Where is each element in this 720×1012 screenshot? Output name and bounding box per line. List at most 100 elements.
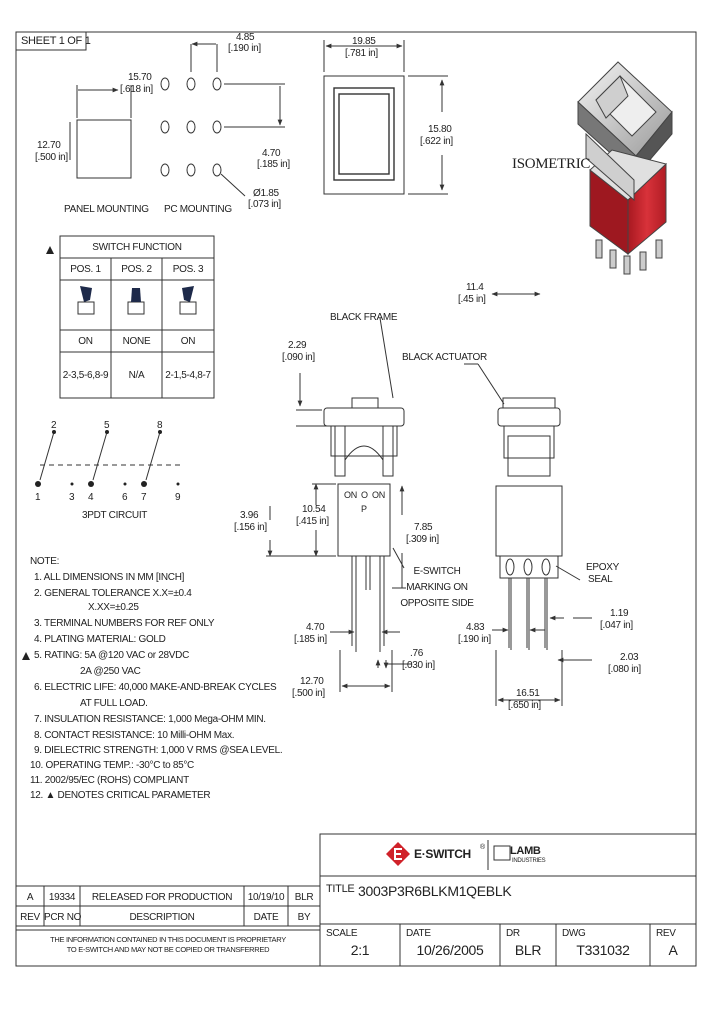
pos3-state: ON	[180, 336, 196, 347]
pin-9: 9	[175, 492, 181, 503]
note-line: 7. INSULATION RESISTANCE: 1,000 Mega-OHM…	[34, 714, 266, 725]
date-value: 10/26/2005	[416, 942, 484, 958]
dim-hole: Ø1.85	[253, 188, 279, 199]
isometric-label: ISOMETRIC	[512, 156, 591, 172]
pin-3: 3	[69, 492, 75, 503]
dim-2-03: 2.03	[620, 652, 639, 663]
dim-076: .76	[410, 648, 424, 659]
dim-1-19-in: [.047 in]	[600, 620, 633, 631]
black-actuator-label: BLACK ACTUATOR	[402, 352, 487, 363]
top-view-frame	[323, 75, 405, 195]
disclaimer-1: THE INFORMATION CONTAINED IN THIS DOCUME…	[50, 935, 286, 944]
dim-3-96-in: [.156 in]	[234, 522, 267, 533]
rev-header-rev: REV	[20, 912, 40, 923]
panel-mounting-label: PANEL MOUNTING	[64, 204, 149, 215]
pos2-header: POS. 2	[121, 264, 152, 275]
rev-value: A	[668, 942, 678, 958]
pin-4: 4	[88, 492, 94, 503]
switch-function-table	[59, 235, 215, 399]
dim-1-19: 1.19	[610, 608, 629, 619]
marking-line-1: E-SWITCH	[413, 566, 461, 577]
lamb-name: LAMB	[510, 845, 541, 857]
dwg-label: DWG	[562, 928, 586, 939]
title-label: TITLE	[326, 883, 355, 895]
note-line: 6. ELECTRIC LIFE: 40,000 MAKE-AND-BREAK …	[34, 682, 277, 693]
date-label: DATE	[406, 928, 431, 939]
sheet-label-box	[15, 31, 87, 51]
brand-registered: ®	[480, 844, 485, 851]
note-line: 3. TERMINAL NUMBERS FOR REF ONLY	[34, 618, 215, 629]
circuit-caption: 3PDT CIRCUIT	[82, 510, 148, 521]
note-line: 5. RATING: 5A @120 VAC or 28VDC	[34, 650, 189, 661]
dim-076-in: [.030 in]	[402, 660, 435, 671]
dim-4-85: 4.85	[236, 32, 255, 43]
dim-12-70-in: [.500 in]	[35, 152, 68, 163]
dim-16-51: 16.51	[516, 688, 540, 699]
dim-19-85-in: [.781 in]	[345, 48, 378, 59]
pin-7: 7	[141, 492, 147, 503]
rev-row-desc: RELEASED FOR PRODUCTION	[91, 892, 233, 903]
dim-10-54: 10.54	[302, 504, 326, 515]
dim-4-70b: 4.70	[306, 622, 325, 633]
dr-value: BLR	[514, 942, 542, 958]
note-line: 10. OPERATING TEMP.: -30°C to 85°C	[30, 760, 194, 771]
pos2-state: NONE	[122, 336, 151, 347]
note-line: 9. DIELECTRIC STRENGTH: 1,000 V RMS @SEA…	[34, 745, 283, 756]
note-line: 2A @250 VAC	[80, 666, 141, 677]
side-o: O	[361, 490, 368, 500]
dim-15-80: 15.80	[428, 124, 452, 135]
dim-15-70-in: [.618 in]	[120, 84, 153, 95]
rev-header-by: BY	[297, 912, 311, 923]
side-p: P	[361, 504, 367, 514]
dim-12-70b-in: [.500 in]	[292, 688, 325, 699]
title-value: 3003P3R6BLKM1QEBLK	[358, 883, 512, 899]
seal-label: SEAL	[588, 574, 613, 585]
sheet-label: SHEET 1 OF 1	[21, 35, 91, 47]
dim-19-85: 19.85	[352, 36, 376, 47]
rev-header-date: DATE	[253, 912, 279, 923]
note-line: 2. GENERAL TOLERANCE X.X=±0.4	[34, 588, 192, 599]
circuit-pins	[35, 430, 180, 487]
revision-table	[15, 885, 321, 931]
panel-cutout	[76, 119, 132, 179]
dim-3-96: 3.96	[240, 510, 259, 521]
dim-11-4: 11.4	[466, 282, 484, 293]
dim-4-85-in: [.190 in]	[228, 43, 261, 54]
dim-11-4-in: [.45 in]	[458, 294, 486, 305]
dim-4-83-in: [.190 in]	[458, 634, 491, 645]
rev-row-by: BLR	[294, 892, 314, 903]
dim-4-70: 4.70	[262, 148, 281, 159]
lamb-logo-icon	[493, 845, 511, 861]
dim-7-85-in: [.309 in]	[406, 534, 439, 545]
dim-2-29-in: [.090 in]	[282, 352, 315, 363]
pos3-conn: 2-1,5-4,8-7	[165, 370, 211, 381]
dim-15-70: 15.70	[128, 72, 152, 83]
note-line: 12. ▲ DENOTES CRITICAL PARAMETER	[30, 790, 211, 801]
dim-2-29: 2.29	[288, 340, 307, 351]
epoxy-label: EPOXY	[586, 562, 619, 573]
notes-title: NOTE:	[30, 556, 60, 567]
critical-marker-icon	[46, 246, 54, 254]
dim-12-70b: 12.70	[300, 676, 324, 687]
dim-7-85: 7.85	[414, 522, 433, 533]
front-view	[323, 397, 405, 646]
isometric-view	[577, 61, 673, 275]
rev-header-desc: DESCRIPTION	[129, 912, 195, 923]
pos1-state: ON	[78, 336, 93, 347]
pos3-header: POS. 3	[172, 264, 204, 275]
pos1-header: POS. 1	[70, 264, 101, 275]
side-on-left: ON	[344, 490, 357, 500]
lamb-sub: INDUSTRIES	[512, 858, 546, 864]
toggle-icons	[77, 286, 197, 315]
pos2-conn: N/A	[128, 370, 145, 381]
switch-function-title: SWITCH FUNCTION	[92, 242, 182, 253]
black-frame-label: BLACK FRAME	[330, 312, 398, 323]
dim-4-83: 4.83	[466, 622, 485, 633]
rev-header-pcr: PCR NO	[44, 912, 82, 923]
note-line: 4. PLATING MATERIAL: GOLD	[34, 634, 166, 645]
dim-4-70-in: [.185 in]	[257, 159, 290, 170]
dwg-value: T331032	[576, 942, 630, 958]
pc-mounting-label: PC MOUNTING	[164, 204, 232, 215]
dim-12-70: 12.70	[37, 140, 61, 151]
eswitch-logo-icon	[386, 842, 410, 866]
